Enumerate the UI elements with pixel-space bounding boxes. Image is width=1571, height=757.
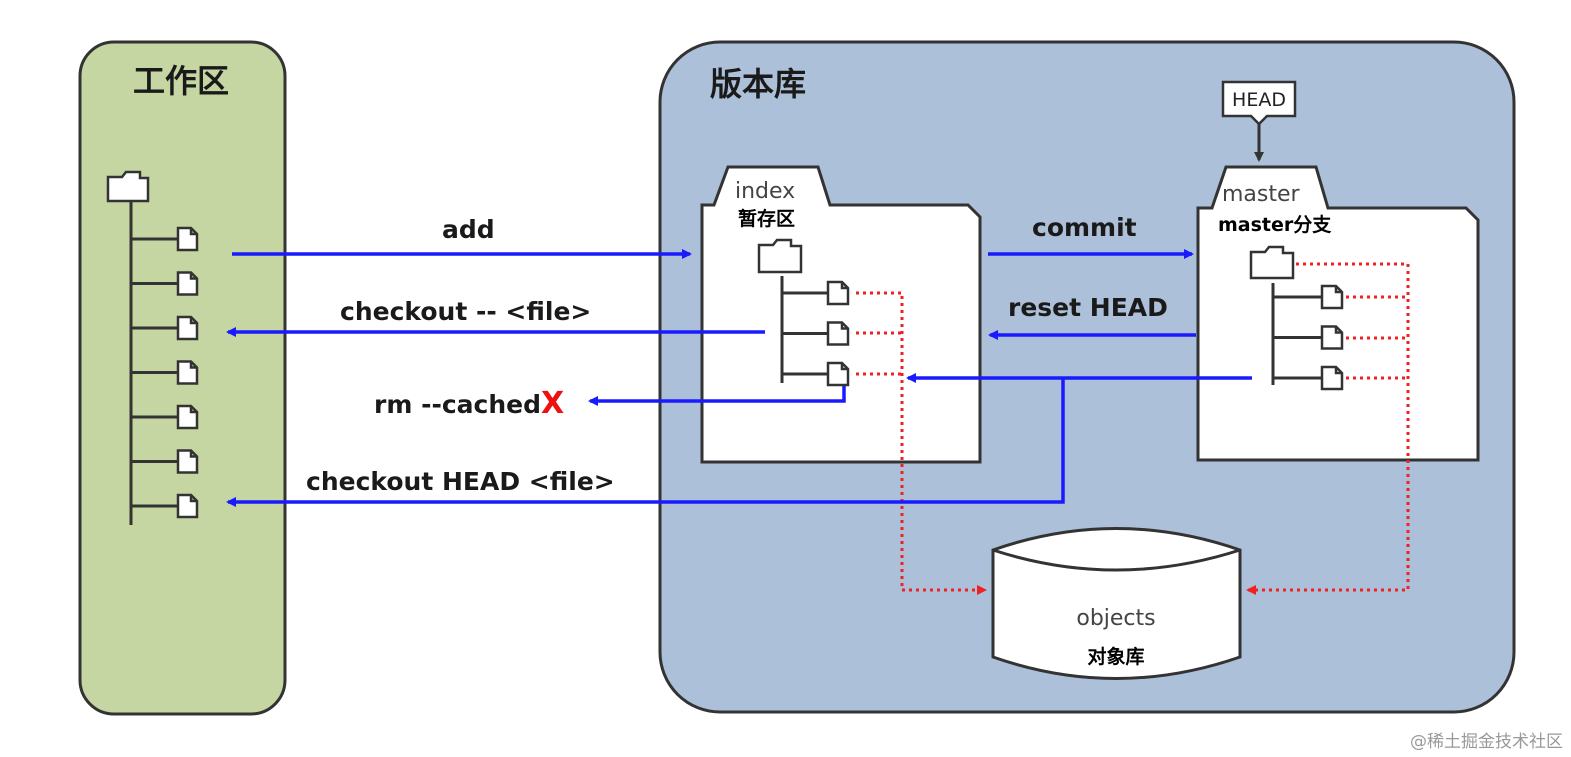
rm-cached-command-label: rm --cachedX <box>374 386 564 421</box>
file-icon <box>176 271 199 296</box>
objects-sub-label: 对象库 <box>1087 645 1144 668</box>
head-label: HEAD <box>1232 89 1286 111</box>
index-tab-label: index <box>735 179 795 204</box>
file-icon <box>176 360 199 385</box>
master-panel <box>1196 165 1480 462</box>
folder-icon <box>106 170 150 203</box>
folder-icon <box>1249 245 1295 280</box>
file-icon <box>176 449 199 474</box>
folder-icon <box>757 238 803 274</box>
file-icon <box>826 280 850 306</box>
repository-title: 版本库 <box>710 65 806 103</box>
master-tab-label: master <box>1222 182 1301 207</box>
file-icon <box>1320 325 1344 350</box>
command-arrows <box>226 249 1252 507</box>
checkout-file-command-label: checkout -- <file> <box>340 297 591 326</box>
file-icon <box>176 493 199 519</box>
rm-cached-delete-mark: X <box>541 386 564 421</box>
master-object-links <box>1246 262 1410 595</box>
checkout-head-arrow <box>226 378 1065 507</box>
objects-database: objects 对象库 <box>991 527 1242 680</box>
objects-label: objects <box>1076 606 1155 631</box>
index-object-links <box>856 291 987 595</box>
file-icon <box>1320 365 1344 391</box>
rm-cached-arrow <box>588 386 846 406</box>
checkout-head-command-label: checkout HEAD <file> <box>306 467 615 496</box>
workspace-title: 工作区 <box>133 62 229 100</box>
workspace-tree <box>106 170 199 525</box>
head-pointer: HEAD <box>1221 80 1297 162</box>
file-icon <box>176 226 199 252</box>
commit-command-label: commit <box>1032 213 1137 242</box>
file-icon <box>1320 284 1344 310</box>
file-icon <box>176 404 199 430</box>
watermark: @稀土掘金技术社区 <box>1410 732 1563 752</box>
file-icon <box>826 321 850 346</box>
master-sub-label: master分支 <box>1218 214 1332 236</box>
index-sub-label: 暂存区 <box>738 207 795 230</box>
index-panel <box>700 165 982 464</box>
file-icon <box>826 361 850 387</box>
file-icon <box>176 315 199 341</box>
reset-head-command-label: reset HEAD <box>1008 293 1168 322</box>
add-command-label: add <box>442 215 495 244</box>
